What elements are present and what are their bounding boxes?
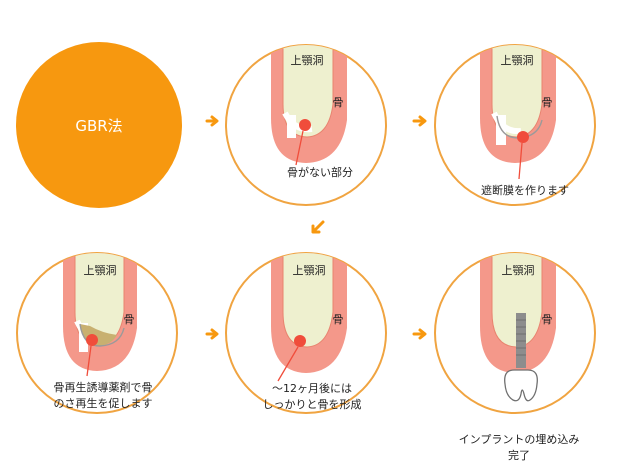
step-4-caption-line-1: 〜12ヶ月後には bbox=[272, 381, 352, 395]
pointer-dot bbox=[294, 335, 306, 347]
title-circle: GBR法 bbox=[16, 42, 182, 208]
step-1-circle: 上顎洞 骨 骨がない部分 bbox=[225, 44, 387, 206]
tooth-anatomy bbox=[63, 253, 137, 371]
bone-label: 骨 bbox=[542, 96, 553, 109]
step-4-circle: 上顎洞 骨 〜12ヶ月後には しっかりと骨を形成 bbox=[225, 252, 387, 414]
arrow-right-icon bbox=[412, 115, 427, 127]
bone-label: 骨 bbox=[124, 313, 135, 326]
pointer-dot bbox=[86, 334, 98, 346]
step-3-caption-line-1: 骨再生誘導薬剤で骨 bbox=[54, 380, 153, 394]
pointer-line bbox=[86, 345, 92, 377]
pointer-dot bbox=[517, 131, 529, 143]
arrow-right-icon bbox=[205, 115, 219, 127]
step-2-circle: 上顎洞 骨 遮断膜を作ります bbox=[434, 44, 596, 206]
membrane-icon bbox=[79, 323, 125, 347]
step-5-caption-line-1: インプラントの埋め込み bbox=[459, 433, 580, 446]
bone-label: 骨 bbox=[542, 313, 553, 326]
tooth-anatomy bbox=[480, 253, 556, 373]
step-2-caption: 遮断膜を作ります bbox=[481, 183, 569, 197]
step-5-caption-line-2: 完了 bbox=[508, 448, 530, 462]
pointer-line bbox=[518, 142, 523, 180]
arrow-down-left-icon bbox=[311, 220, 325, 234]
sinus-label: 上顎洞 bbox=[84, 264, 117, 277]
pointer-line bbox=[295, 130, 304, 166]
bone-label: 骨 bbox=[333, 313, 344, 326]
pointer-dot bbox=[299, 119, 311, 131]
tooth-anatomy bbox=[271, 45, 347, 163]
title-text: GBR法 bbox=[75, 117, 122, 135]
step-1-caption: 骨がない部分 bbox=[287, 165, 353, 179]
sinus-label: 上顎洞 bbox=[502, 264, 535, 277]
title-circle-shape bbox=[16, 42, 182, 208]
sinus-label: 上顎洞 bbox=[293, 264, 326, 277]
sinus-label: 上顎洞 bbox=[291, 54, 324, 67]
arrow-right-icon bbox=[412, 328, 427, 340]
tooth-anatomy bbox=[271, 253, 347, 373]
implant-icon bbox=[504, 313, 538, 402]
bone-label: 骨 bbox=[333, 96, 344, 109]
arrow-right-icon bbox=[205, 328, 219, 340]
step-4-caption-line-2: しっかりと骨を形成 bbox=[263, 398, 362, 411]
pointer-line bbox=[277, 346, 299, 382]
step-3-circle: 上顎洞 骨 骨再生誘導薬剤で骨 のさ再生を促します bbox=[16, 252, 178, 414]
step-5-circle: 上顎洞 骨 インプラントの埋め込み 完了 bbox=[434, 252, 596, 462]
sinus-label: 上顎洞 bbox=[501, 54, 534, 67]
tooth-anatomy bbox=[480, 45, 556, 163]
step-3-caption-line-2: のさ再生を促します bbox=[54, 396, 153, 410]
